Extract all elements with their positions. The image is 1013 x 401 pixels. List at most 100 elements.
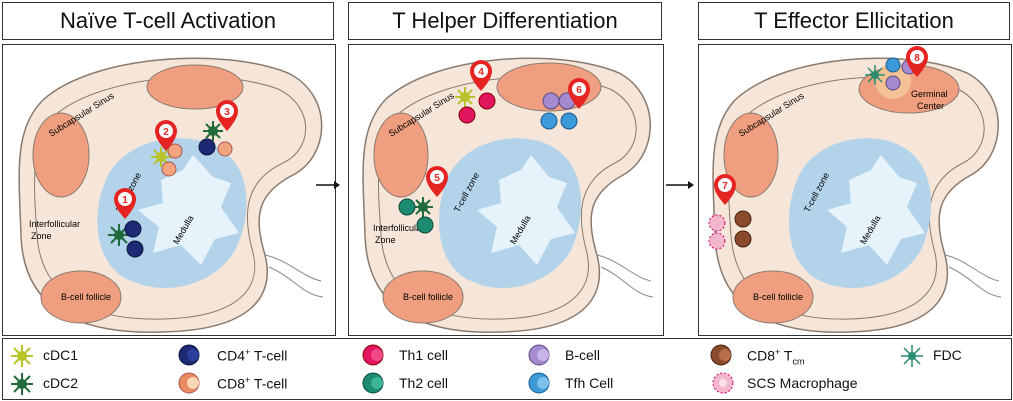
cdc1-icon xyxy=(11,345,33,367)
step-marker-8: 8 xyxy=(906,46,928,77)
label-b-cell-follicle: B-cell follicle xyxy=(753,292,803,302)
legend-th1: Th1 cell xyxy=(399,347,449,363)
b-cell-follicle-top-left xyxy=(723,112,779,198)
panel-helper-differentiation: Subcapsular Sinus T-cell zone Medulla In… xyxy=(348,44,664,336)
step-marker-4: 4 xyxy=(470,60,492,91)
tfh-cell xyxy=(885,57,901,73)
tfh-cell xyxy=(560,112,578,130)
cd4-t-cell xyxy=(126,240,144,258)
fdc-icon xyxy=(901,345,923,367)
legend-b-cell: B-cell xyxy=(565,347,601,363)
svg-text:3: 3 xyxy=(224,107,230,118)
label-zone: Zone xyxy=(31,231,52,241)
tfh-cell-icon xyxy=(528,372,550,394)
th1-cell xyxy=(458,106,476,124)
legend-cdc1: cDC1 xyxy=(43,347,79,363)
cd8-t-cell xyxy=(161,161,177,177)
legend-cd8-tcm: CD8+ Tcm xyxy=(747,347,805,367)
lymph-vessel xyxy=(264,254,324,298)
lymph-node-diagram-1: Subcapsular Sinus T-cell zone Medulla In… xyxy=(18,57,324,333)
step-marker-1: 1 xyxy=(114,188,136,219)
th2-cell xyxy=(398,198,416,216)
legend-cd4: CD4+ T-cell xyxy=(217,347,288,364)
legend-fdc: FDC xyxy=(933,347,962,363)
cd4-t-cell xyxy=(124,220,142,238)
cd8-t-cell xyxy=(167,143,183,159)
th1-cell-icon xyxy=(362,344,384,366)
label-interfollicular: Interfollicular xyxy=(373,223,424,233)
cdc1-cell xyxy=(455,87,475,107)
svg-text:1: 1 xyxy=(122,195,128,206)
b-cell-follicle-top xyxy=(146,64,244,110)
panel-title-3: T Effector Ellicitation xyxy=(698,2,1010,40)
legend-cdc2: cDC2 xyxy=(43,375,79,391)
node-inner-line xyxy=(34,76,307,320)
lymph-node-diagram-3: Subcapsular Sinus T-cell zone Medulla B-… xyxy=(708,46,1002,333)
cd8-t-cell-icon xyxy=(178,372,200,394)
cdc2-cell xyxy=(203,121,223,141)
legend-th2: Th2 cell xyxy=(399,375,449,391)
legend-tfh: Tfh Cell xyxy=(565,375,614,391)
tfh-cell xyxy=(540,112,558,130)
fdc-cell xyxy=(865,65,885,85)
label-b-cell-follicle: B-cell follicle xyxy=(61,292,111,302)
svg-text:5: 5 xyxy=(434,173,440,184)
lymph-vessel xyxy=(596,254,654,298)
b-cell-follicle-bottom xyxy=(382,270,464,324)
lymph-vessel xyxy=(944,254,1002,298)
th2-cell xyxy=(416,216,434,234)
step-marker-2: 2 xyxy=(155,120,177,151)
b-cell-follicle-bottom xyxy=(40,270,122,324)
medulla xyxy=(477,155,575,265)
svg-text:4: 4 xyxy=(478,67,484,78)
panel-effector-ellicitation: Subcapsular Sinus T-cell zone Medulla B-… xyxy=(698,44,1012,336)
cd8-tcm-cell xyxy=(734,230,752,248)
b-cell-follicle-top-left xyxy=(32,112,90,198)
panel-title-2: T Helper Differentiation xyxy=(348,2,662,40)
b-cell-follicle-top-left xyxy=(373,112,429,198)
cd8-tcm-cell-icon xyxy=(710,344,732,366)
cdc2-cell xyxy=(108,224,130,246)
cdc1-cell xyxy=(151,147,171,167)
lymph-node xyxy=(362,57,654,333)
label-germinal: Germinal xyxy=(911,89,948,99)
cdc2-cell xyxy=(413,197,433,217)
label-zone: Zone xyxy=(375,235,396,245)
cd8-t-cell xyxy=(217,141,233,157)
lymph-node-diagram-2: Subcapsular Sinus T-cell zone Medulla In… xyxy=(362,57,654,333)
b-cell-follicle-bottom xyxy=(732,270,814,324)
panel-naive-activation: Subcapsular Sinus T-cell zone Medulla In… xyxy=(2,44,336,336)
b-cell-icon xyxy=(528,344,550,366)
legend-cd8: CD8+ T-cell xyxy=(217,375,288,392)
cd8-tcm-cell xyxy=(734,210,752,228)
label-b-cell-follicle: B-cell follicle xyxy=(403,292,453,302)
lymph-node xyxy=(712,57,1002,333)
scs-macrophage xyxy=(708,232,726,250)
label-center: Center xyxy=(917,101,944,111)
medulla xyxy=(138,155,239,265)
cdc2-icon xyxy=(11,373,33,395)
b-cell xyxy=(542,92,560,110)
step-marker-3: 3 xyxy=(216,100,238,131)
step-marker-7: 7 xyxy=(714,174,736,205)
svg-text:8: 8 xyxy=(914,53,920,64)
svg-text:2: 2 xyxy=(163,127,169,138)
label-interfollicular: Interfollicular xyxy=(29,219,80,229)
step-marker-6: 6 xyxy=(568,78,590,109)
panel-title-1: Naïve T-cell Activation xyxy=(2,2,334,40)
legend: cDC1 cDC2 CD4+ T-cell CD8+ T-cell Th1 ce… xyxy=(2,338,1012,400)
arrow-icon xyxy=(316,181,340,189)
step-marker-5: 5 xyxy=(426,166,448,197)
cd4-t-cell xyxy=(198,138,216,156)
legend-scs-macrophage: SCS Macrophage xyxy=(747,375,858,391)
scs-macrophage-icon xyxy=(712,372,734,394)
scs-macrophage xyxy=(708,214,726,232)
th1-cell xyxy=(478,92,496,110)
svg-text:6: 6 xyxy=(576,85,582,96)
b-cell xyxy=(885,75,901,91)
medulla xyxy=(827,155,925,265)
cd4-t-cell-icon xyxy=(178,344,200,366)
th2-cell-icon xyxy=(362,372,384,394)
arrow-icon xyxy=(666,181,694,189)
svg-text:7: 7 xyxy=(722,181,728,192)
